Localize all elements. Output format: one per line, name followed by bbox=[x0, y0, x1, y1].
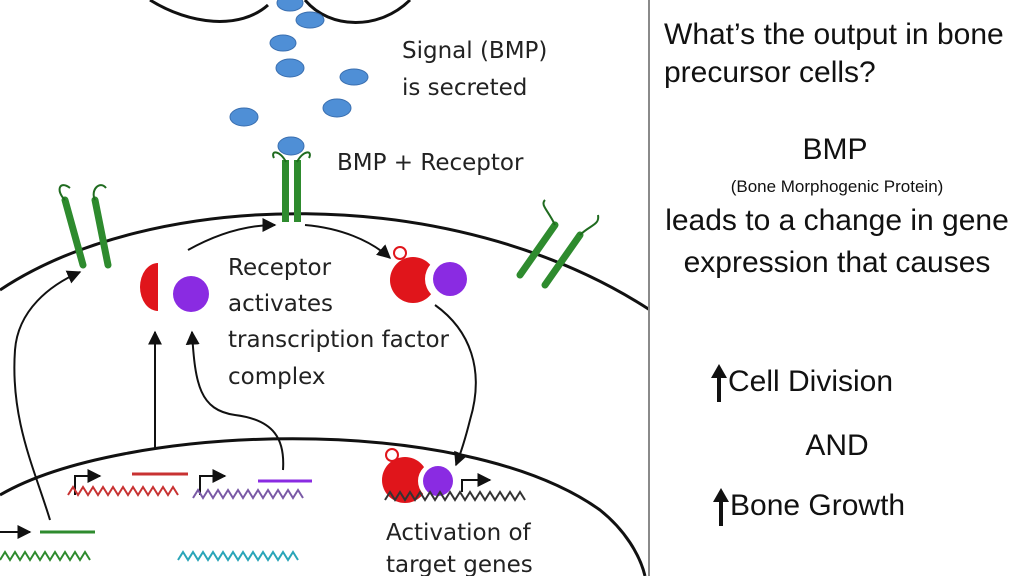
gene-purple bbox=[192, 469, 312, 500]
receptor-right bbox=[516, 199, 600, 289]
gene-red bbox=[67, 469, 188, 497]
gene-green bbox=[0, 525, 95, 562]
bmp-molecules bbox=[229, 0, 369, 156]
explanation-panel: What’s the output in bone precursor cell… bbox=[650, 0, 1024, 576]
nucleus-outline bbox=[0, 437, 647, 576]
result-bone-growth-label: Bone Growth bbox=[730, 489, 906, 522]
label-receptor-line3: transcription factor bbox=[228, 327, 450, 353]
label-activation-line2: target genes bbox=[386, 552, 533, 576]
panel-divider bbox=[648, 0, 650, 576]
label-receptor-line1: Receptor bbox=[228, 255, 332, 281]
tf-red-inactive bbox=[140, 263, 158, 311]
label-activation-line1: Activation of bbox=[386, 520, 532, 546]
tf-purple-inactive bbox=[173, 276, 209, 312]
gene-teal bbox=[177, 550, 299, 562]
label-signal-line1: Signal (BMP) bbox=[402, 38, 547, 64]
up-arrow-icon bbox=[711, 364, 727, 403]
question-text: What’s the output in bone precursor cell… bbox=[664, 18, 1004, 89]
bmp-title: BMP bbox=[802, 133, 868, 166]
result-cell-division-label: Cell Division bbox=[728, 365, 894, 398]
result-cell-division: Cell Division bbox=[710, 362, 1010, 404]
description-text: leads to a change in gene expression tha… bbox=[665, 204, 1009, 279]
pathway-arrows bbox=[13, 218, 477, 521]
receptor-bound bbox=[272, 151, 311, 222]
bmp-signaling-diagram: Signal (BMP) is secreted BMP + Receptor … bbox=[0, 0, 650, 576]
label-receptor-line2: activates bbox=[228, 291, 333, 317]
tf-complex-on-dna bbox=[382, 448, 456, 503]
tf-complex-active bbox=[390, 246, 469, 303]
result-bone-growth: Bone Growth bbox=[712, 486, 1012, 528]
label-bmp-receptor: BMP + Receptor bbox=[337, 150, 524, 176]
secreting-cell-outline bbox=[149, 0, 412, 24]
and-text: AND bbox=[805, 429, 869, 462]
up-arrow-icon bbox=[713, 488, 729, 527]
bmp-full-name: (Bone Morphogenic Protein) bbox=[730, 177, 944, 196]
label-signal-line2: is secreted bbox=[402, 75, 527, 101]
gene-target bbox=[384, 473, 526, 502]
label-receptor-line4: complex bbox=[228, 364, 325, 390]
receptor-left bbox=[58, 184, 112, 269]
